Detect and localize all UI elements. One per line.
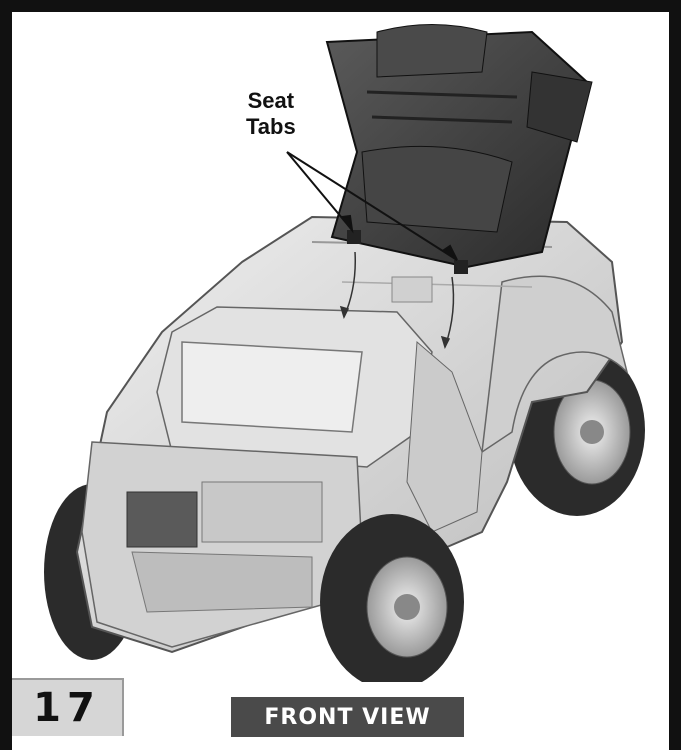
view-label: FRONT VIEW	[231, 697, 464, 737]
front-right-wheel	[320, 514, 464, 682]
step-number-box: 17	[12, 678, 124, 736]
frame-border-top	[0, 0, 681, 12]
seat	[325, 24, 593, 274]
seat-tabs-callout: Seat Tabs	[246, 88, 296, 140]
frame-border-left	[0, 0, 12, 750]
seat-tab-right	[454, 260, 468, 274]
callout-arrows	[286, 151, 458, 261]
step-number: 17	[33, 685, 101, 731]
seat-tab-left	[347, 230, 361, 244]
frame-border-right	[669, 0, 681, 750]
vehicle-body	[75, 215, 629, 654]
view-label-text: FRONT VIEW	[264, 704, 431, 730]
callout-line-2: Tabs	[246, 114, 296, 139]
insertion-arrows	[339, 251, 455, 350]
callout-line-1: Seat	[247, 88, 295, 113]
vehicle-illustration	[44, 24, 645, 682]
